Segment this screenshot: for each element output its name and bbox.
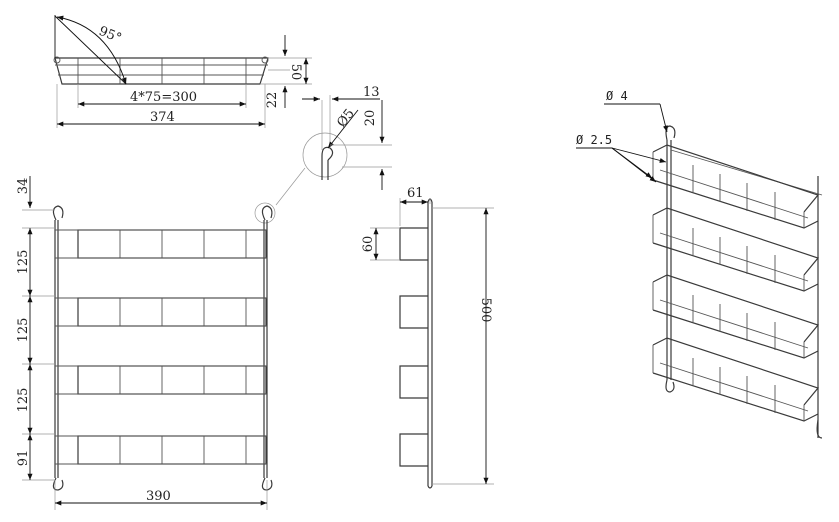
bottom-spacing-label: 91 (16, 450, 31, 467)
hook-height-label: 20 (363, 110, 378, 127)
top-height-label: 50 (288, 64, 303, 81)
hook-diameter-label: Ø5 (334, 106, 357, 130)
frame-wire-label: Ø 4 (606, 89, 628, 103)
depth-label: 61 (407, 186, 424, 201)
top-offset-label: 34 (16, 178, 31, 195)
front-view: 34 125 125 125 91 390 (16, 176, 273, 510)
basket-wire-label: Ø 2.5 (576, 133, 612, 147)
top-depth-label: 22 (265, 92, 280, 109)
shelf-spacing-1-label: 125 (16, 250, 31, 275)
angle-label: 95° (97, 24, 124, 47)
isometric-view: Ø 4 Ø 2.5 (576, 89, 823, 439)
overall-width-label: 390 (146, 489, 171, 504)
hook-offset-label: 13 (363, 85, 380, 100)
pitch-label: 4*75=300 (130, 90, 197, 105)
top-width-label: 374 (150, 110, 175, 125)
shelf-spacing-3-label: 125 (16, 388, 31, 413)
basket-height-label: 60 (361, 236, 376, 253)
side-view: 61 60 500 (361, 186, 494, 489)
shelf-spacing-2-label: 125 (16, 318, 31, 343)
top-view: 95° 4*75=300 374 50 22 (53, 15, 312, 128)
overall-height-label: 500 (478, 298, 493, 323)
